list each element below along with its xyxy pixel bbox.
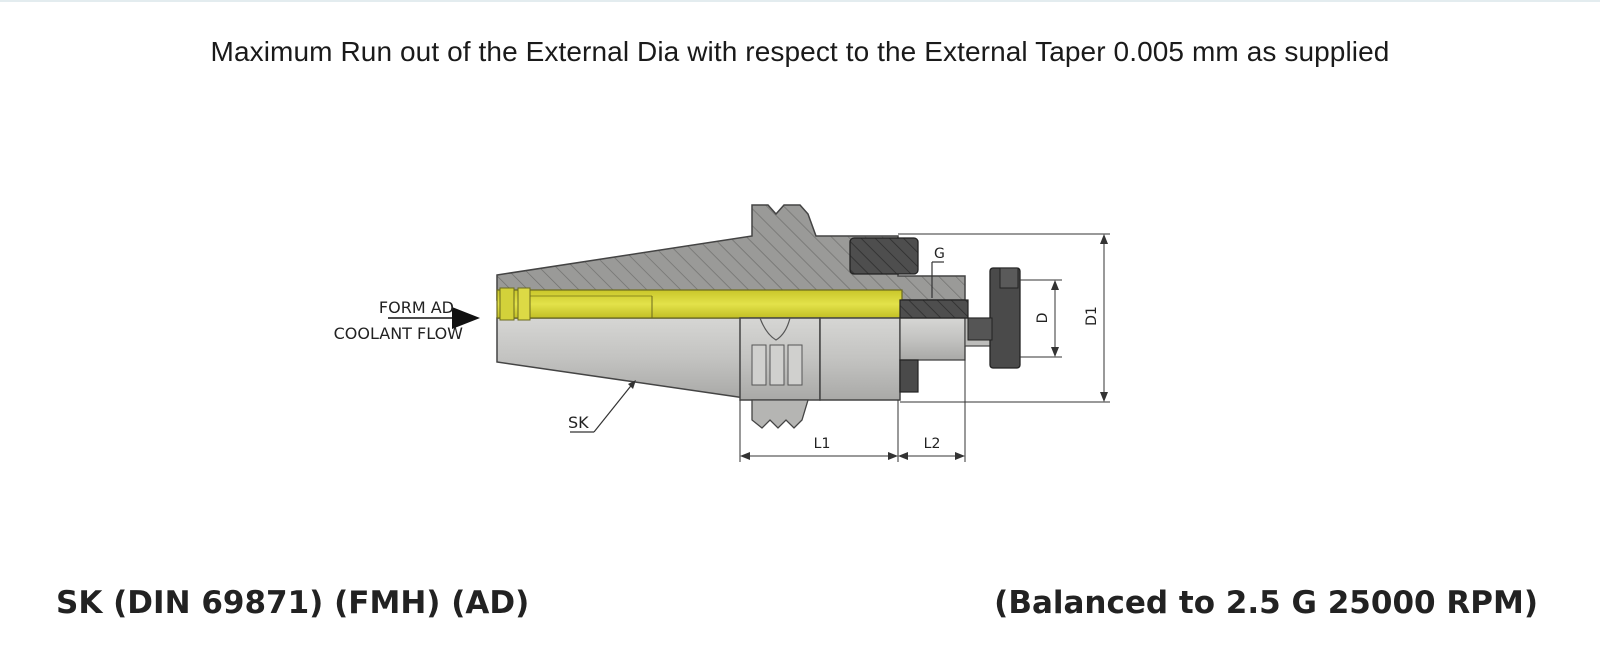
coolant-label-line2: COOLANT FLOW — [334, 324, 464, 343]
balance-spec: (Balanced to 2.5 G 25000 RPM) — [994, 585, 1538, 621]
drive-key-upper — [849, 237, 919, 275]
taper-section-upper — [496, 204, 966, 301]
drive-key-lower — [899, 359, 919, 393]
d1-label: D1 — [1084, 306, 1100, 326]
sk-label: SK — [568, 413, 589, 432]
coolant-label-line1: FORM AD — [379, 298, 454, 317]
taper-body-lower — [496, 317, 746, 399]
l2-label: L2 — [924, 436, 941, 452]
coolant-channel — [496, 289, 903, 319]
l1-label: L1 — [814, 436, 831, 452]
g-label: G — [934, 246, 945, 262]
shank — [819, 317, 901, 401]
arbor-screw — [899, 299, 969, 319]
d-label: D — [1035, 313, 1051, 324]
product-title: SK (DIN 69871) (FMH) (AD) — [56, 585, 530, 621]
runout-note: Maximum Run out of the External Dia with… — [210, 36, 1390, 67]
top-rule — [0, 0, 1600, 2]
